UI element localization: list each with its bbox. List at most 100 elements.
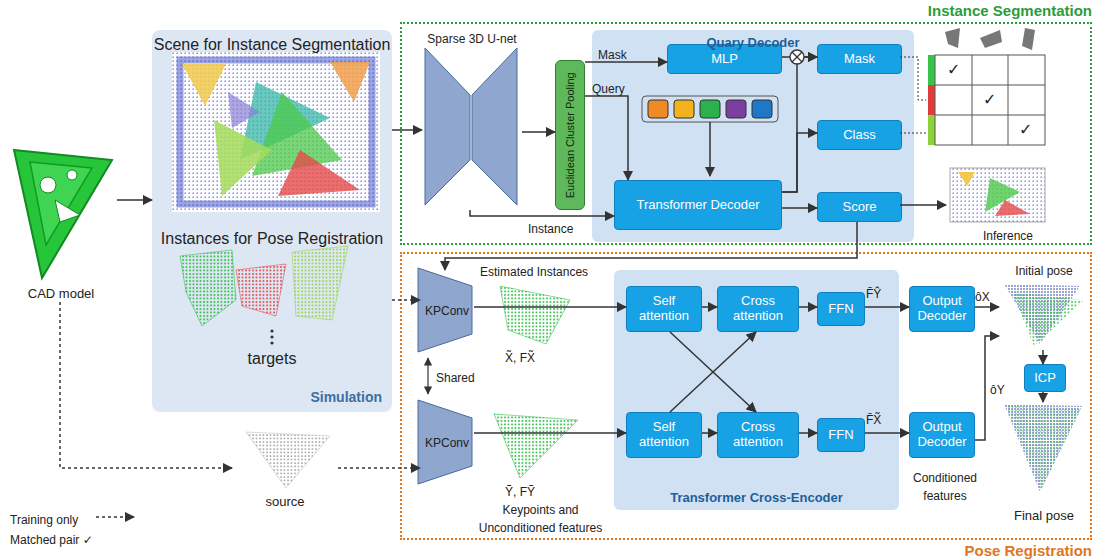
node-text: KPConv xyxy=(425,437,469,451)
process-box: Transformer Decoder xyxy=(614,180,782,230)
kpconv-block: KPConv xyxy=(420,270,474,354)
process-box: Self attention xyxy=(626,286,702,332)
keypoint-clouds xyxy=(494,286,578,478)
edge-label: F̄Ŷ xyxy=(866,287,881,301)
node-text: ICP xyxy=(1034,371,1056,386)
node-text: Cross attention xyxy=(722,420,794,450)
edge-label: Mask xyxy=(598,48,627,62)
node-text: Transformer Decoder xyxy=(636,198,759,213)
text-holder: Shared xyxy=(436,368,475,386)
node-text: targets xyxy=(248,350,297,367)
source-cloud: source xyxy=(232,428,338,510)
cad-model-figure xyxy=(14,150,112,278)
text-holder: F̄Ŷ xyxy=(866,284,881,302)
connector xyxy=(445,222,857,270)
node-text: KPConv xyxy=(425,305,469,319)
annotation: Conditioned features xyxy=(913,471,977,503)
process-box: Score xyxy=(817,192,902,222)
annotation: Shared xyxy=(436,371,475,385)
node-text: Self attention xyxy=(631,294,697,324)
legend-text: Matched pair ✓ xyxy=(10,533,93,547)
check-mark: ✓ xyxy=(983,91,996,108)
text-holder: Instance Segmentation xyxy=(928,2,1092,20)
text-holder: source xyxy=(232,495,338,510)
text-holder: Query xyxy=(592,79,625,97)
node-text: Final pose xyxy=(1014,508,1074,523)
connector xyxy=(585,96,628,180)
connector xyxy=(392,299,420,301)
process-box: Cross attention xyxy=(717,412,799,458)
legend-item: Training only xyxy=(10,510,78,528)
text-holder: Transformer Cross-Encoder xyxy=(614,488,899,506)
text-holder: Initial pose xyxy=(999,264,1089,279)
text-holder: Pose Registration xyxy=(964,542,1092,560)
node-text: FFN xyxy=(828,302,853,317)
process-box: Output Decoder xyxy=(909,286,975,332)
connector xyxy=(782,133,817,192)
process-box: Output Decoder xyxy=(909,412,975,458)
node-text: Cross attention xyxy=(722,294,794,324)
text-holder: ✓ xyxy=(947,61,960,79)
node-text: source xyxy=(265,494,304,509)
text-holder: Final pose xyxy=(999,509,1089,524)
pooling-box: Euclidean Cluster Pooling xyxy=(555,60,585,210)
node-text: MLP xyxy=(711,52,738,67)
node-text: Mask xyxy=(844,52,875,67)
connector xyxy=(782,207,817,209)
node-text: Class xyxy=(843,128,876,143)
node-text: Pose Registration xyxy=(964,542,1092,559)
legend-text: Training only xyxy=(10,513,78,527)
text-holder: targets xyxy=(152,350,392,368)
unet-shape xyxy=(425,48,517,205)
text-holder: Scene for Instance Segmentation xyxy=(152,36,392,54)
annotation: X̃, FX̃ xyxy=(505,351,535,365)
kpconv-block: KPConv xyxy=(420,402,474,486)
process-box: Mask xyxy=(817,44,902,74)
node-text: Sparse 3D U-net xyxy=(427,32,516,46)
connector xyxy=(338,467,420,469)
connector xyxy=(117,199,152,201)
check-mark: ✓ xyxy=(947,61,960,78)
simulation-panel: Scene for Instance SegmentationInstances… xyxy=(152,30,392,412)
node-text: Simulation xyxy=(310,389,382,405)
connector xyxy=(474,432,626,434)
connector xyxy=(392,129,422,131)
text-holder: CAD model xyxy=(5,287,117,302)
text-holder: ✓ xyxy=(1019,121,1032,139)
connector xyxy=(782,56,817,58)
connector xyxy=(670,332,756,412)
node-text: Score xyxy=(843,200,877,215)
edge-label: Estimated Instances xyxy=(480,265,588,279)
pose-figures xyxy=(1004,284,1084,492)
text-holder: Instances for Pose Registration xyxy=(152,230,392,248)
node-text: FFN xyxy=(828,428,853,443)
text-holder: Simulation xyxy=(310,388,382,406)
node-text: CAD model xyxy=(28,286,94,301)
node-text: Initial pose xyxy=(1015,264,1072,278)
node-text: Self attention xyxy=(631,420,697,450)
connector xyxy=(702,432,717,434)
query-tokens xyxy=(642,96,778,176)
connector xyxy=(60,302,232,468)
scene-point-cloud xyxy=(172,52,380,212)
process-box: FFN xyxy=(817,292,865,326)
text-holder: Sparse 3D U-net xyxy=(422,32,522,47)
node-text: Euclidean Cluster Pooling xyxy=(564,72,577,198)
connector xyxy=(782,57,817,192)
connector xyxy=(865,306,909,308)
node-text: Transformer Cross-Encoder xyxy=(670,490,843,505)
pose-figure: Initial pose xyxy=(999,264,1089,350)
process-box: Cross attention xyxy=(717,286,799,332)
source-point-cloud xyxy=(246,432,330,488)
text-holder: Estimated Instances xyxy=(480,262,588,280)
node-text: Instance Segmentation xyxy=(928,2,1092,19)
legend-sample xyxy=(96,517,134,518)
text-holder: F̄X̃ xyxy=(866,410,881,428)
instance-point-clouds xyxy=(180,246,348,345)
connector xyxy=(1042,392,1044,402)
pose-figure: Final pose xyxy=(999,402,1089,524)
annotation: Inference xyxy=(983,229,1033,243)
unet-block: Sparse 3D U-net xyxy=(422,32,522,210)
text-holder: Keypoints and Unconditioned features xyxy=(478,500,603,536)
